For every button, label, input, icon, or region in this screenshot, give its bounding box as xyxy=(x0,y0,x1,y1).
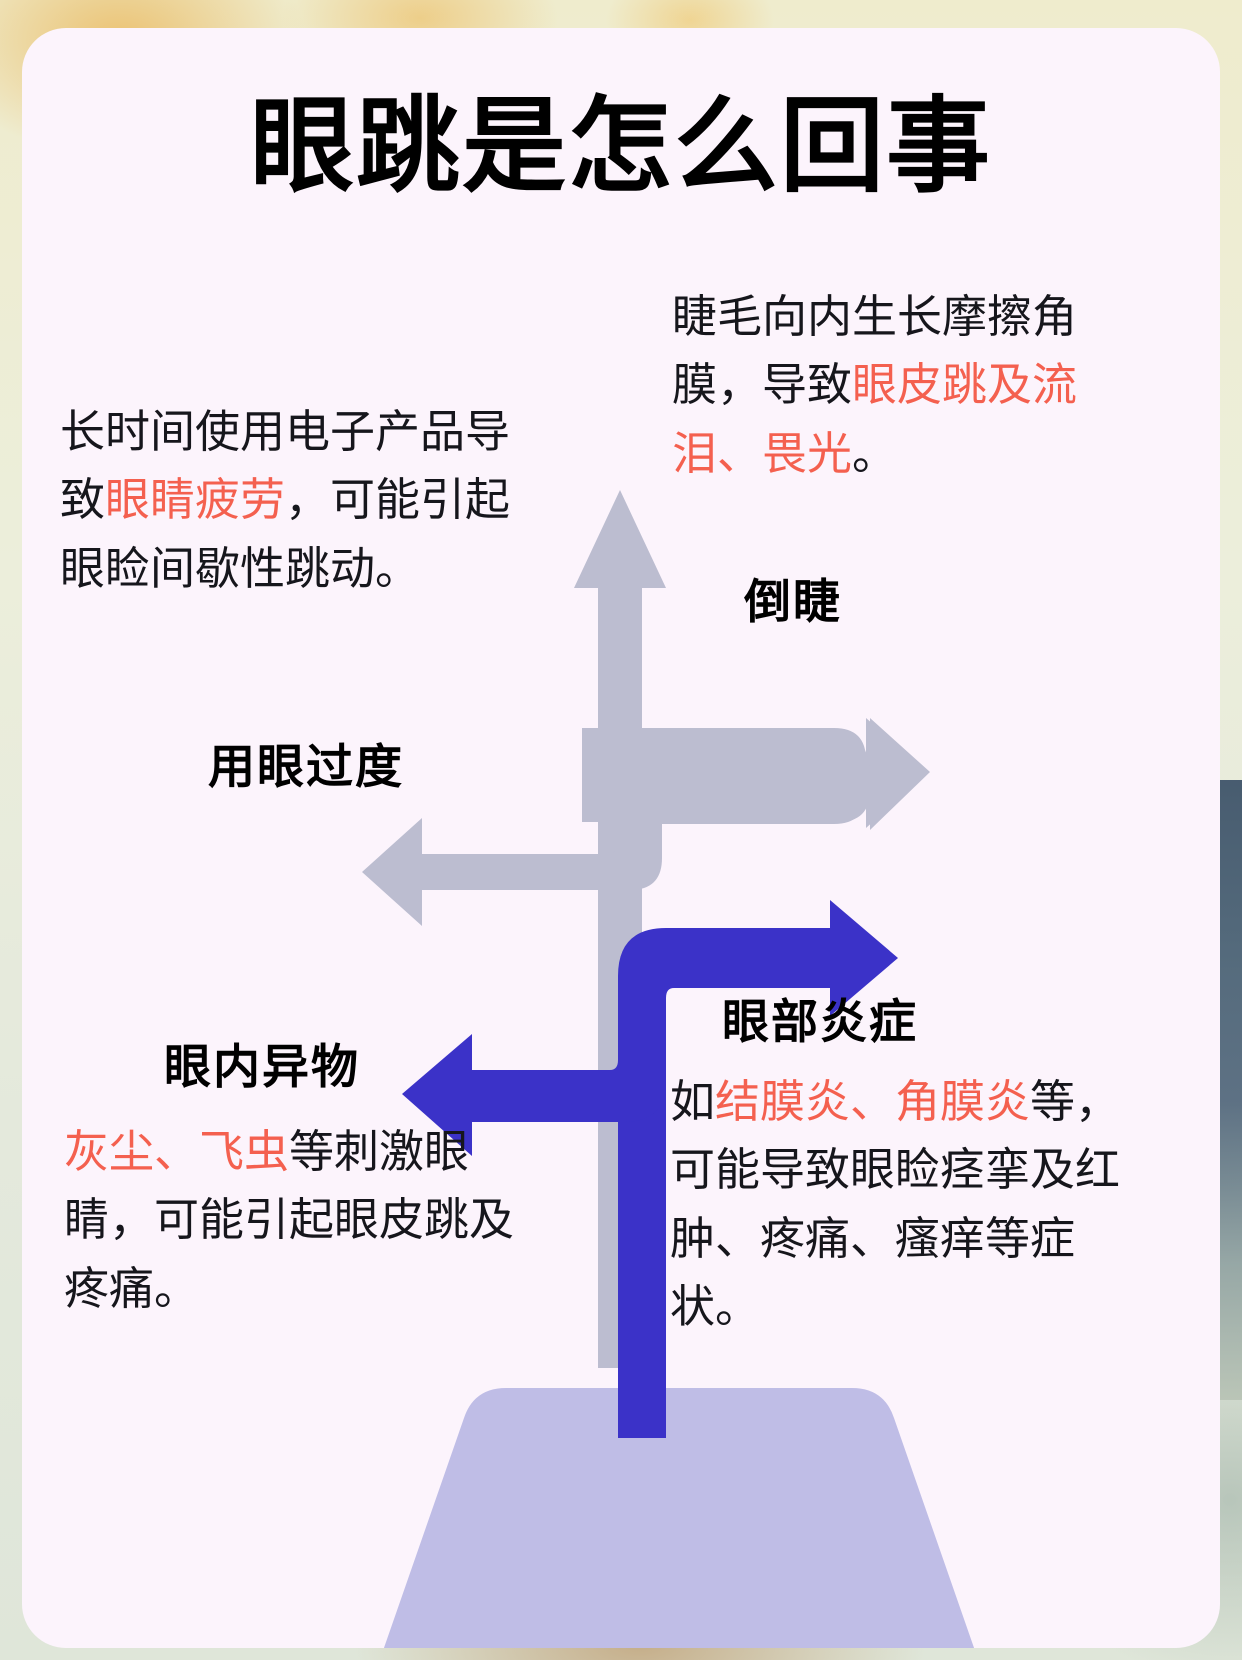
highlight-text: 结膜炎、角膜炎 xyxy=(715,1077,1031,1127)
node-label-foreign-body: 眼内异物 xyxy=(164,1040,360,1093)
blue-trunk-stem xyxy=(618,1208,666,1438)
body-text: 等刺激眼睛，可能引起眼皮跳及疼痛。 xyxy=(64,1127,515,1314)
grey-right-elbow-shape xyxy=(582,718,930,830)
grey-left-elbow-shape xyxy=(362,818,662,926)
base-trapezoid xyxy=(383,1388,975,1648)
page-title: 眼跳是怎么回事 xyxy=(249,89,992,205)
paragraph-overuse: 长时间使用电子产品导致眼睛疲劳，可能引起眼睑间歇性跳动。 xyxy=(60,398,530,603)
body-text: 。 xyxy=(852,428,898,479)
highlight-text: 眼睛疲劳 xyxy=(105,475,286,526)
node-label-trichiasis: 倒睫 xyxy=(744,575,842,628)
node-label-inflammation: 眼部炎症 xyxy=(722,995,918,1048)
grey-trunk-arrow xyxy=(574,490,666,1368)
body-text: 等，可能导致眼睑痉挛及红肿、疼痛、瘙痒等症状。 xyxy=(670,1077,1121,1333)
blue-left-branch-arrow xyxy=(402,1034,666,1156)
body-text: ，可能引起眼睑间歇性跳动。 xyxy=(60,475,511,594)
blue-right-branch-arrow xyxy=(618,900,898,1028)
paragraph-inflammation: 如结膜炎、角膜炎等，可能导致眼睑痉挛及红肿、疼痛、瘙痒等症状。 xyxy=(670,1068,1140,1342)
paragraph-foreign-body: 灰尘、飞虫等刺激眼睛，可能引起眼皮跳及疼痛。 xyxy=(64,1118,544,1323)
highlight-text: 眼皮跳及流泪、畏光 xyxy=(672,360,1078,479)
node-label-overuse: 用眼过度 xyxy=(208,740,404,793)
body-text: 如 xyxy=(670,1077,716,1127)
highlight-text: 灰尘、飞虫 xyxy=(64,1127,290,1177)
blue-trunk-mid xyxy=(618,988,666,1108)
paragraph-trichiasis: 睫毛向内生长摩擦角膜，导致眼皮跳及流泪、畏光。 xyxy=(672,283,1142,488)
body-text: 长时间使用电子产品导致 xyxy=(60,407,511,526)
branch-arrow-diagram xyxy=(362,490,975,1648)
infographic-card: 眼跳是怎么回事 长时间使用电子产品导致眼睛疲劳，可能引起眼睑间歇性跳动。 用眼过… xyxy=(22,28,1220,1648)
body-text: 睫毛向内生长摩擦角膜，导致 xyxy=(672,292,1078,411)
